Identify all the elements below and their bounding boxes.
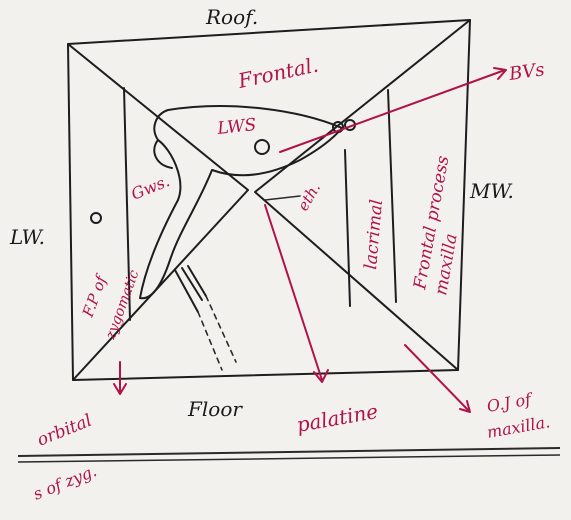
bvs-arrowhead bbox=[493, 67, 507, 80]
diagonal-left-top bbox=[67, 43, 249, 381]
inferior-fissure-2 bbox=[181, 267, 203, 301]
label-palatine: palatine bbox=[295, 399, 380, 437]
label-lacrimal: lacrimal bbox=[361, 199, 387, 271]
label-gws: Gws. bbox=[128, 171, 172, 204]
inferior-fissure bbox=[174, 269, 199, 313]
inferior-fissure-3 bbox=[187, 265, 207, 297]
label-roof: Roof. bbox=[205, 5, 258, 29]
oj-maxilla-arrow bbox=[404, 344, 469, 411]
ethmoid-line bbox=[264, 195, 301, 201]
label-lw: LW. bbox=[9, 225, 45, 249]
label-frontal: Frontal. bbox=[235, 53, 320, 94]
label-oj-maxilla-1: O.J of bbox=[485, 389, 535, 416]
orbital-zyg-arrowhead bbox=[113, 383, 127, 395]
label-oj-maxilla-2: maxilla. bbox=[485, 412, 551, 442]
label-eth: eth. bbox=[294, 180, 324, 214]
label-floor: Floor bbox=[187, 397, 243, 421]
lw-circle bbox=[90, 212, 102, 224]
oj-maxilla-arrowhead bbox=[459, 400, 471, 413]
label-bvs: BVs bbox=[507, 59, 546, 85]
label-orbital-zyg-1: orbital bbox=[34, 411, 94, 451]
label-mw: MW. bbox=[469, 179, 514, 203]
frontal-process-line bbox=[387, 89, 397, 303]
label-orbital-zyg-2: s of zyg. bbox=[30, 461, 99, 504]
optic-canal-circle bbox=[254, 139, 270, 155]
left-inner-line bbox=[123, 87, 131, 321]
fissure-dash-2 bbox=[205, 295, 237, 363]
lesser-wing-hook bbox=[153, 139, 173, 169]
fissure-dash-1 bbox=[197, 311, 223, 371]
bvs-arrow bbox=[279, 69, 506, 153]
label-fp-zygomatic-1: F.P of bbox=[79, 271, 112, 320]
diagonal-right-top bbox=[254, 19, 471, 371]
foramen-circle-1 bbox=[332, 121, 344, 133]
page-rule bbox=[17, 447, 561, 457]
palatine-arrow bbox=[264, 204, 323, 381]
label-lws: LWS bbox=[215, 115, 257, 139]
palatine-arrowhead bbox=[313, 369, 329, 383]
page-rule-2 bbox=[17, 454, 561, 463]
lacrimal-left-line bbox=[344, 149, 351, 307]
